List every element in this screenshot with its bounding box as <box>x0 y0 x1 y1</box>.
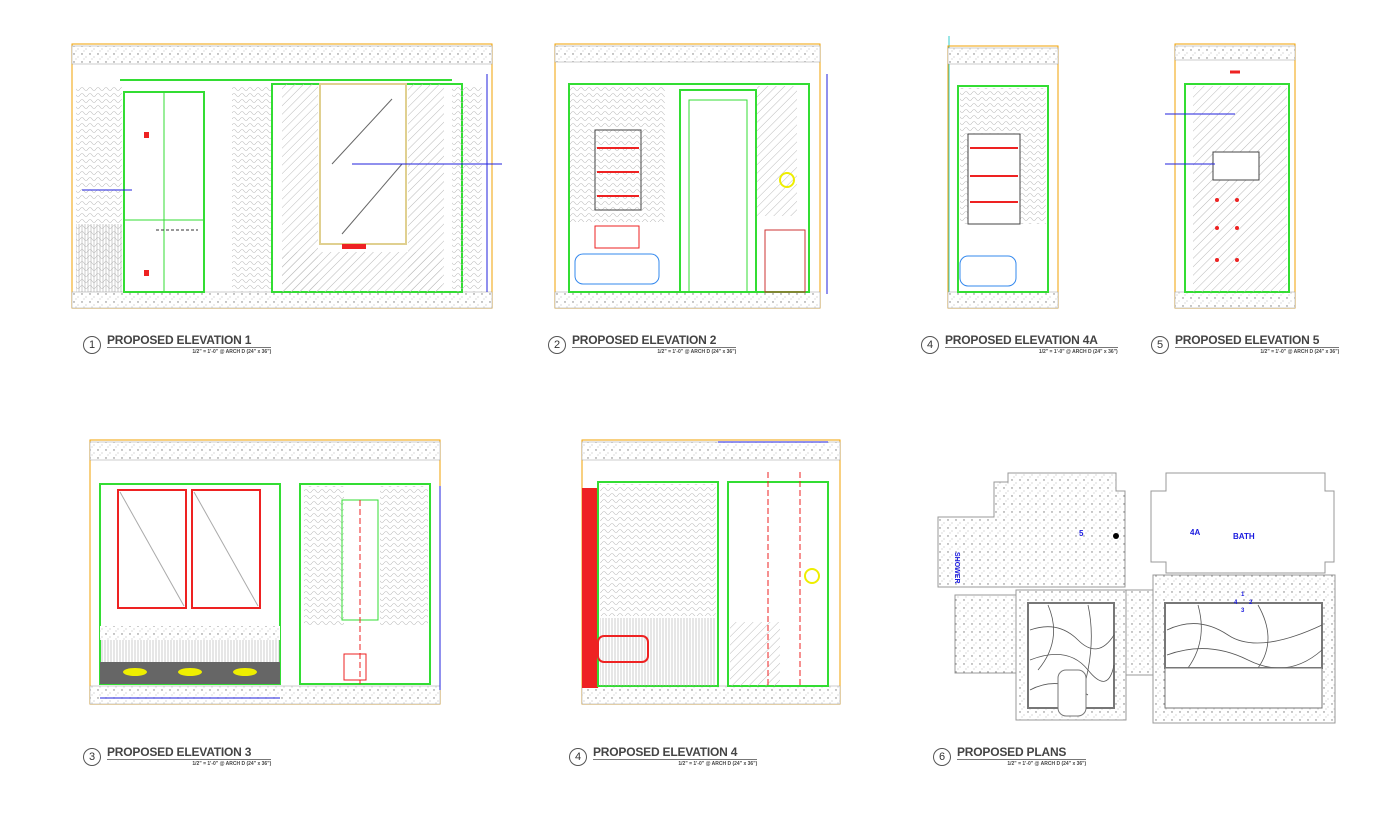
elevation-title: PROPOSED ELEVATION 3 <box>107 746 272 760</box>
elevation-title: PROPOSED ELEVATION 2 <box>572 334 737 348</box>
elevation-scale: 1/2" = 1'-0" @ ARCH D (24" x 36") <box>678 761 758 767</box>
elevation-number: 4 <box>921 336 939 354</box>
elevation-tag-2[interactable]: 2 <box>1249 600 1253 606</box>
elevation-tag-4[interactable]: 4 <box>1234 600 1238 606</box>
elevation-scale: 1/2" = 1'-0" @ ARCH D (24" x 36") <box>192 349 272 355</box>
elevation-scale: 1/2" = 1'-0" @ ARCH D (24" x 36") <box>657 349 737 355</box>
elevation-scale: 1/2" = 1'-0" @ ARCH D (24" x 36") <box>1260 349 1340 355</box>
plan-label-shower: SHOWER <box>953 552 960 584</box>
elevation-title: PROPOSED ELEVATION 5 <box>1175 334 1340 348</box>
elevation-scale: 1/2" = 1'-0" @ ARCH D (24" x 36") <box>192 761 272 767</box>
elevation-scale: 1/2" = 1'-0" @ ARCH D (24" x 36") <box>1007 761 1087 767</box>
elevation-number: 4 <box>569 748 587 766</box>
plan-label-bath: BATH <box>1233 532 1255 541</box>
elevation-tag-4a[interactable]: 4A <box>1190 528 1201 537</box>
elevation-title: PROPOSED ELEVATION 4 <box>593 746 758 760</box>
elevation-tag-1[interactable]: 1 <box>1241 592 1245 598</box>
elevation-tag-5[interactable]: 5 <box>1079 529 1084 538</box>
elevation-number: 5 <box>1151 336 1169 354</box>
elevation-number: 1 <box>83 336 101 354</box>
elevation-number: 2 <box>548 336 566 354</box>
elevation-title: PROPOSED PLANS <box>957 746 1087 760</box>
elevation-title: PROPOSED ELEVATION 1 <box>107 334 272 348</box>
elevation-tag-3[interactable]: 3 <box>1241 608 1245 614</box>
elevation-title: PROPOSED ELEVATION 4A <box>945 334 1118 348</box>
elevation-scale: 1/2" = 1'-0" @ ARCH D (24" x 36") <box>1038 349 1118 355</box>
elevation-number: 3 <box>83 748 101 766</box>
elevation-number: 6 <box>933 748 951 766</box>
